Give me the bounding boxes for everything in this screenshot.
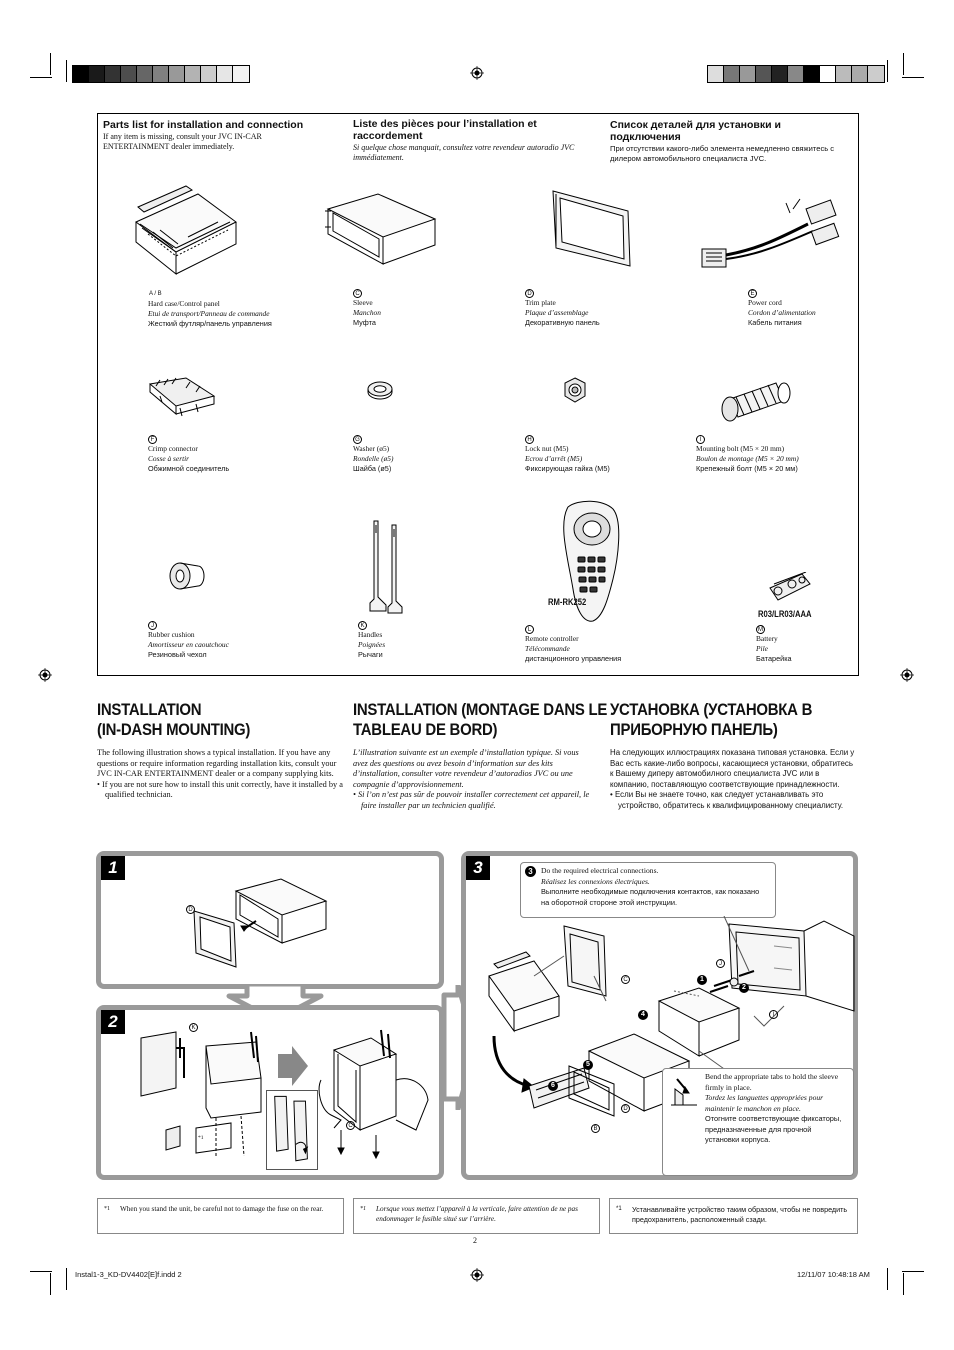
mounting-bolt-illustration [718,379,800,427]
step-1-illustration [186,871,336,981]
tabs-callout: Bend the appropriate tabs to hold the sl… [662,1068,854,1176]
step-2-label-c: C [346,1120,355,1130]
parts-note-ru: При отсутствии какого-либо элемента неме… [610,144,835,163]
registration-mark-left-icon [38,668,52,682]
step-2-illustration-right [316,1020,434,1165]
part-caption-h: H Lock nut (M5) Ecrou d’arrêt (M5) Фикси… [525,435,610,473]
page-number: 2 [473,1236,477,1245]
install-text-fr: L’illustration suivante est un exemple d… [353,748,590,810]
remote-model-label: RM-RK252 [548,597,587,607]
part-caption-g: G Washer (ø5) Rondelle (ø5) Шайба (ø5) [353,435,394,473]
battery-illustration [766,572,814,602]
slug-date: 12/11/07 10:48:18 AM [797,1270,870,1279]
install-text-ru: На следующих иллюстрациях показана типов… [610,748,855,810]
callout-number-3: 3 [525,866,536,877]
step-3-label-d: D [621,1103,630,1113]
registration-mark-bottom-icon [470,1268,484,1282]
step-3-number-4: 4 [638,1010,648,1020]
part-caption-c: C Sleeve Manchon Муфта [353,289,381,327]
part-caption-m: M Battery Pile Батарейка [756,625,792,663]
install-text-en: The following illustration shows a typic… [97,748,343,799]
step-3-number-5: 5 [583,1060,593,1070]
step-2-footnote-mark: *1 [198,1135,204,1141]
registration-mark-top-icon [470,66,484,80]
footnote-ru: *1 Устанавливайте устройство таким образ… [609,1198,858,1234]
slug-file-name: Instal1-3_KD-DV4402[E]f.indd 2 [75,1270,182,1279]
rubber-cushion-illustration [168,558,206,592]
lock-nut-illustration [562,376,588,404]
step-2-number: 2 [101,1010,125,1034]
parts-note-fr: Si quelque chose manquait, consultez vot… [353,143,575,162]
step-3-number-1: 1 [697,975,707,985]
part-caption-e: E Power cord Cordon d’alimentation Кабел… [748,289,816,327]
parts-heading-fr: Liste des pièces pour l’installation et … [353,118,537,142]
electrical-callout: 3 Do the required electrical connections… [520,862,776,918]
step-1-label-d: D [186,904,195,914]
step-3-label-i: I [769,1009,778,1019]
step-2-detail-box [266,1090,318,1170]
part-caption-i: I Mounting bolt (M5 × 20 mm) Boulon de m… [696,435,799,473]
step-1-panel: 1 D [96,851,444,989]
step-2-illustration-left [136,1018,276,1168]
install-heading-fr: INSTALLATION (MONTAGE DANS LE TABLEAU DE… [353,700,608,739]
step-3-number-6: 6 [548,1081,558,1091]
part-caption-f: F Crimp connector Cosse à sertir Обжимно… [148,435,230,473]
step-3-label-b: B [591,1123,600,1133]
install-heading-ru: УСТАНОВКА (УСТАНОВКА В ПРИБОРНУЮ ПАНЕЛЬ) [610,700,813,739]
crimp-connector-illustration [146,374,218,419]
part-caption-j: J Rubber cushion Amortisseur en caoutcho… [148,621,229,659]
handles-illustration [356,519,404,614]
sleeve-illustration [323,189,438,274]
step-3-label-c: C [621,974,630,984]
tab-bend-detail-icon [671,1078,697,1106]
step-3-panel: 3 3 Do the required electrical connectio… [461,851,858,1180]
parts-note-en: If any item is missing, consult your JVC… [103,132,262,151]
step-3-number: 3 [466,856,490,880]
parts-heading-en: Parts list for installation and connecti… [103,119,304,131]
part-caption-ab: A / B Hard case/Control panel Etui de tr… [148,291,272,328]
color-bar-right [707,65,885,83]
power-cord-illustration [698,189,843,279]
registration-mark-right-icon [900,668,914,682]
part-caption-l: L Remote controller Télécommande дистанц… [525,625,622,663]
step-2-label-k: K [189,1022,198,1032]
part-caption-d: D Trim plate Plaque d’assemblage Декорат… [525,289,600,327]
install-heading-en: INSTALLATION (IN-DASH MOUNTING) [97,700,251,739]
step-1-number: 1 [101,856,125,880]
step-3-illustration [474,916,859,1126]
footnote-fr: *1 Lorsque vous mettez l’appareil à la v… [353,1198,600,1234]
step-3-label-j: J [716,958,725,968]
trim-plate-illustration [548,186,638,271]
battery-type-label: R03/LR03/AAA [758,609,812,619]
parts-list-box: Parts list for installation and connecti… [97,113,859,676]
footnote-en: *1 When you stand the unit, be careful n… [97,1198,344,1234]
color-bar-left [72,65,250,83]
washer-illustration [366,380,394,400]
parts-heading-ru: Список деталей для установки и подключен… [610,119,781,143]
remote-controller-illustration [558,499,628,624]
part-caption-k: K Handles Poignées Рычаги [358,621,386,659]
hard-case-illustration [128,182,238,277]
step-2-panel: 2 K *1 [96,1005,444,1180]
arrow-right-icon [278,1046,308,1086]
step-3-number-2: 2 [739,983,749,993]
